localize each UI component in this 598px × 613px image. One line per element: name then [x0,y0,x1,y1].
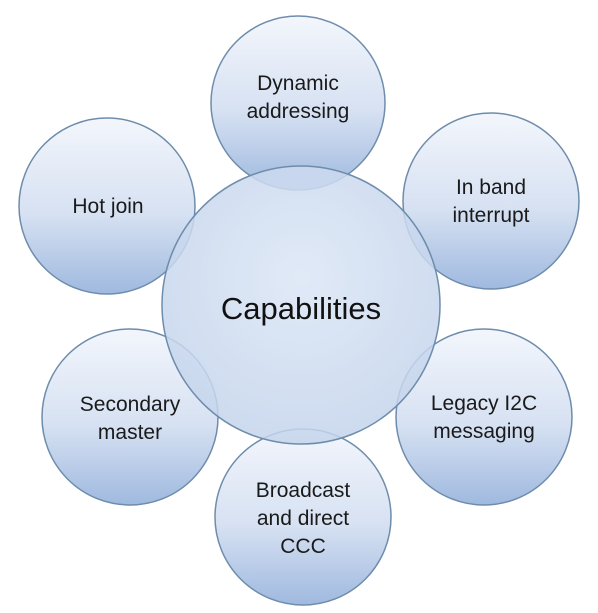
node-circle-hot-join [18,117,196,295]
node-circle-legacy-i2c-messaging [395,328,573,506]
node-circle-in-band-interrupt [402,112,580,290]
node-circle-broadcast-and-direct-ccc [214,428,392,606]
node-circle-dynamic-addressing [210,15,386,191]
center-circle [161,165,441,445]
